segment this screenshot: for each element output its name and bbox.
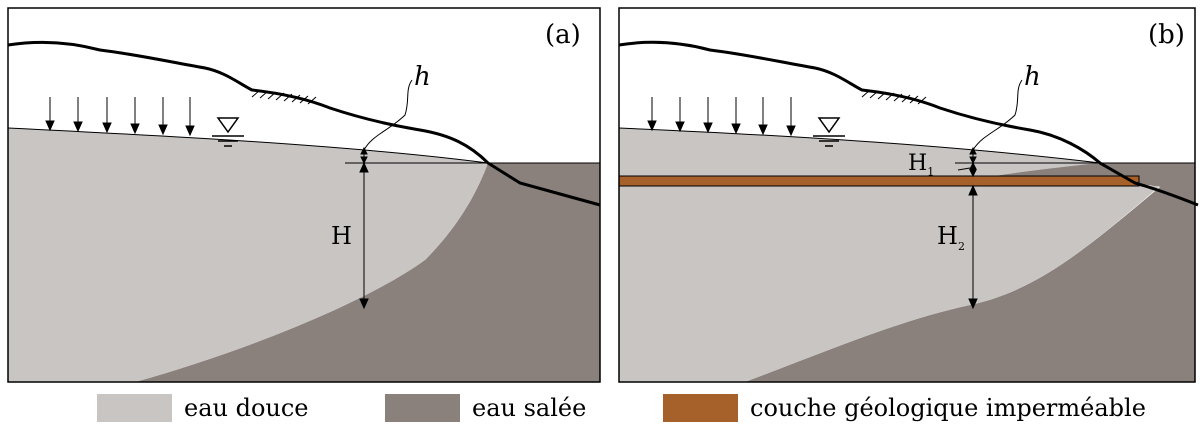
fresh-water-lower-b [619,186,1160,382]
water-table-symbol-b [813,117,845,147]
H-dimension-a [359,161,369,310]
H2-dimension-b [968,184,978,310]
legend-salt-water: eau salée [385,393,586,423]
fresh-water-region-a [8,128,488,382]
salt-water-label: eau salée [472,394,587,422]
fresh-water-label: eau douce [184,394,309,422]
ground-hatching-b [861,89,927,105]
impermeable-layer-label: couche géologique imperméable [750,394,1146,422]
salt-water-swatch [385,394,460,422]
water-table-a [7,127,489,164]
impermeable-layer-b [618,175,1140,187]
fresh-water-upper-b [619,128,1100,176]
water-table-b [618,127,1101,164]
legend-fresh-water: eau douce [97,393,309,423]
legend-impermeable-layer: couche géologique imperméable [663,393,1146,423]
recharge-arrows-b [647,97,796,137]
h-label-b: h [1024,62,1041,92]
impermeable-layer-swatch [663,394,738,422]
diagram-canvas [7,7,1199,383]
recharge-arrows-a [45,97,195,137]
panel-a-label: (a) [545,20,581,50]
H1-dimension-b [957,161,977,178]
ground-surface-b [618,40,1199,207]
H1-sub: 1 [927,165,935,179]
salt-water-region-a [135,163,600,382]
panel-a-frame [7,7,601,383]
h-label-a: h [414,62,431,92]
h-dimension-b [969,79,1023,165]
H1-main: H [908,151,928,176]
panel-a [7,7,601,383]
H2-main: H [937,222,958,250]
ground-hatching-a [251,89,317,105]
H2-label-b: H2 [937,222,965,253]
panel-b-frame [618,7,1196,383]
H-label-a: H [331,222,352,250]
panel-b [618,7,1199,383]
salt-wedge-upper-b [995,163,1135,176]
salt-water-region-b [745,163,1195,382]
h-dimension-a [360,79,413,165]
H1-label-b: H1 [908,151,934,178]
H2-sub: 2 [957,239,965,253]
fresh-water-swatch [97,394,172,422]
water-table-symbol-a [212,117,244,147]
panel-b-label: (b) [1148,20,1185,50]
